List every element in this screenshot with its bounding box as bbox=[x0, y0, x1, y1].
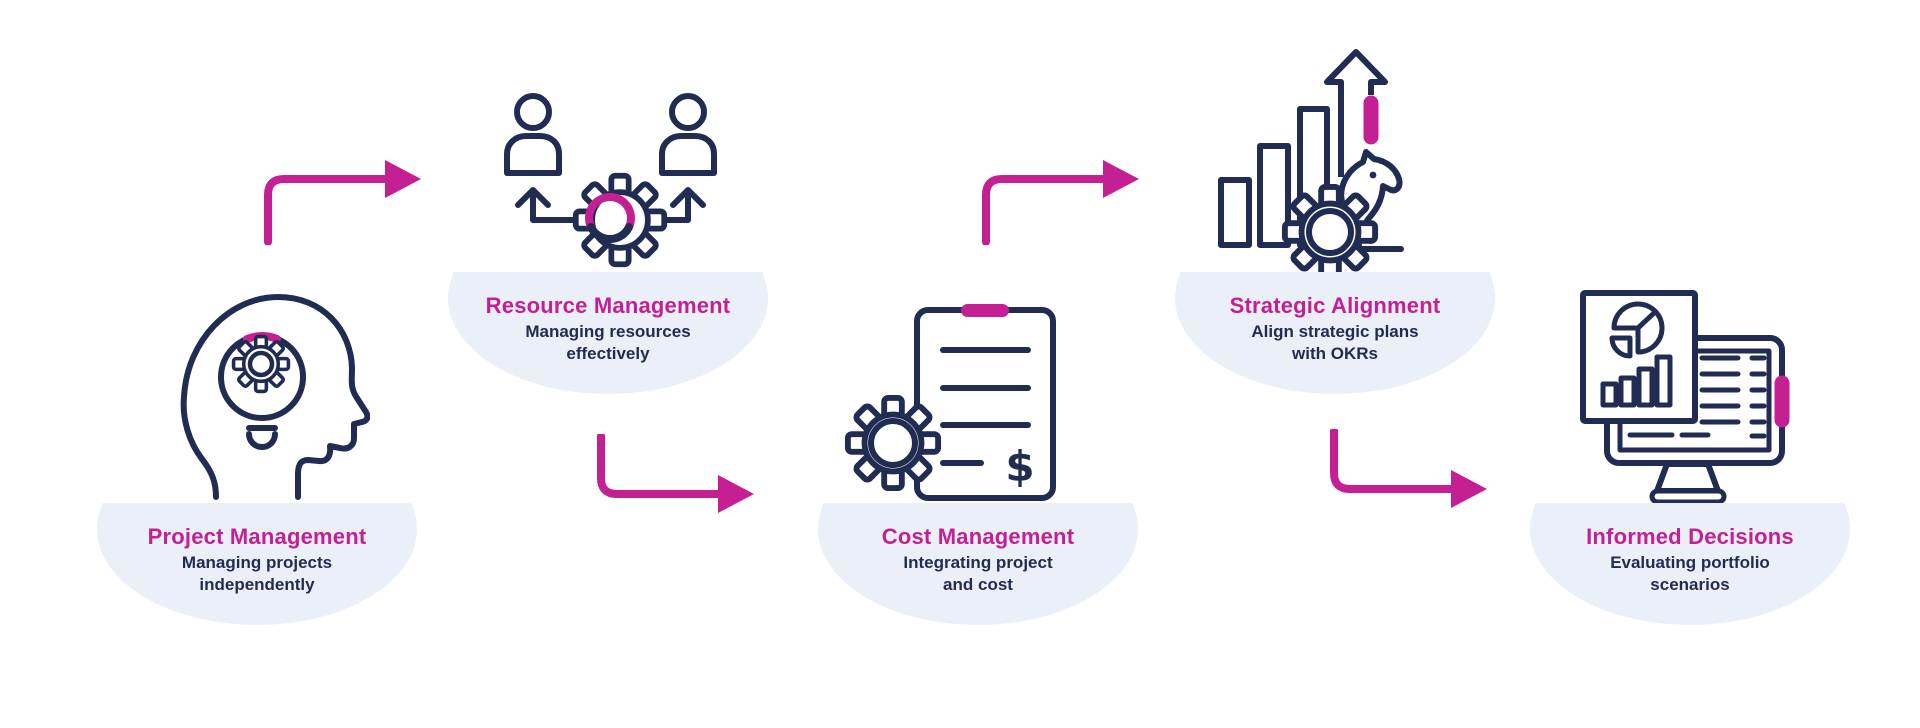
stage-title: Resource Management bbox=[485, 293, 731, 318]
growth-chart-knight-gear-icon bbox=[1218, 49, 1404, 285]
stage-informed-decisions: Informed Decisions Evaluating portfolio … bbox=[1530, 503, 1850, 625]
stage-strategic-alignment: Strategic Alignment Align strategic plan… bbox=[1175, 272, 1495, 394]
stage-title: Strategic Alignment bbox=[1229, 293, 1441, 318]
stage-cost-management: Cost Management Integrating project and … bbox=[818, 503, 1138, 625]
clipboard-gear-dollar-icon: $ bbox=[843, 304, 1056, 501]
stage-description: Managing resources effectively bbox=[525, 322, 691, 364]
stage-description: Evaluating portfolio scenarios bbox=[1610, 553, 1770, 595]
stage-description: Integrating project and cost bbox=[903, 553, 1053, 595]
stage-title: Informed Decisions bbox=[1586, 524, 1794, 549]
stage-title: Project Management bbox=[147, 524, 367, 549]
stage-project-management: Project Management Managing projects ind… bbox=[97, 503, 417, 625]
head-idea-gear-icon bbox=[180, 294, 370, 500]
arrow-cost-to-strategic bbox=[982, 160, 1139, 245]
monitor-report-icon bbox=[1580, 290, 1790, 505]
stage-resource-management: Resource Management Managing resources e… bbox=[448, 272, 768, 394]
stage-title: Cost Management bbox=[881, 524, 1075, 549]
arrow-strategic-to-informed bbox=[1330, 429, 1487, 508]
svg-text:$: $ bbox=[1005, 442, 1034, 491]
arrow-project-to-resource bbox=[264, 160, 421, 245]
stage-description: Align strategic plans with OKRs bbox=[1251, 322, 1419, 364]
stage-description: Managing projects independently bbox=[181, 553, 333, 595]
people-gear-icon bbox=[504, 93, 717, 273]
arrow-resource-to-cost bbox=[597, 434, 754, 513]
